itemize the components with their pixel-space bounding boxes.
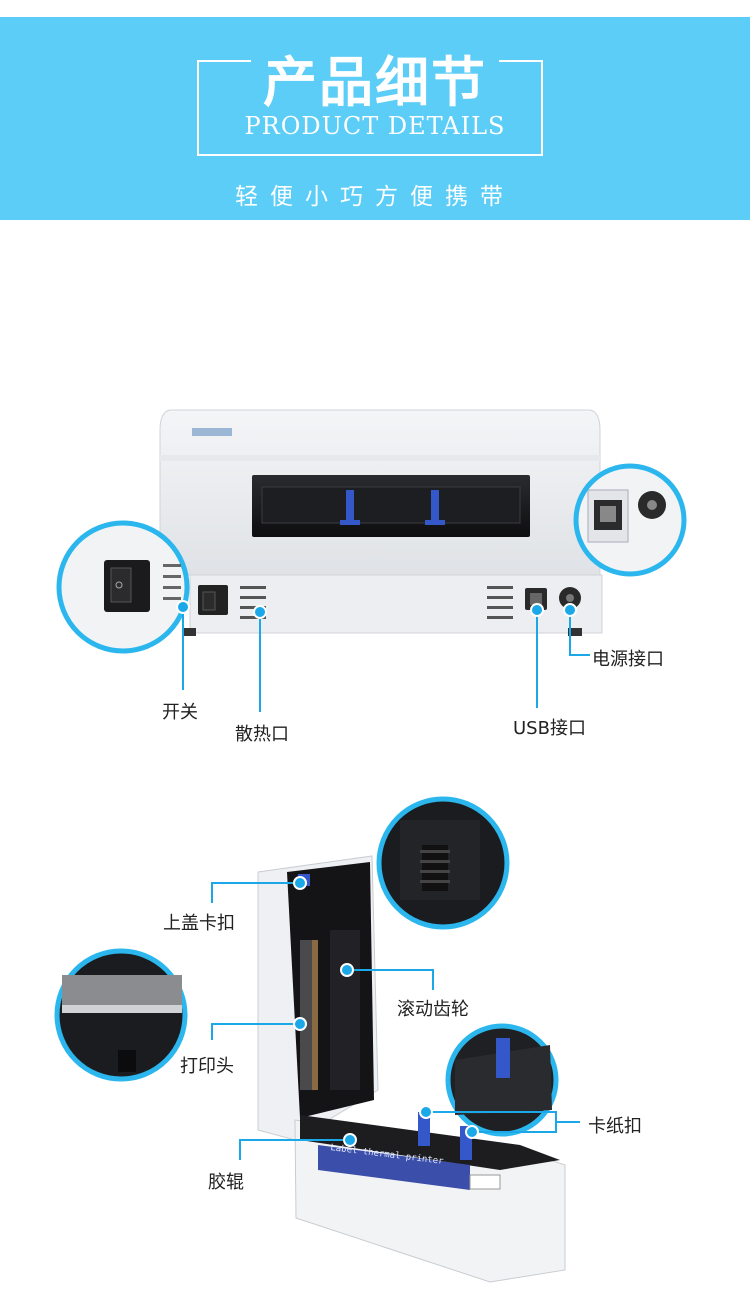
switch-zoom-circle — [56, 520, 190, 654]
gear-zoom-circle — [376, 796, 510, 930]
page-subtitle: 轻便小巧方便携带 — [235, 184, 515, 210]
printer-rear-view — [159, 409, 603, 636]
page-title-english: PRODUCT DETAILS — [244, 112, 506, 140]
label-cover-latch: 上盖卡扣 — [163, 913, 235, 934]
label-paper-clip: 卡纸扣 — [588, 1116, 642, 1137]
page-title: 产品细节 — [0, 38, 750, 117]
header-banner — [0, 17, 750, 220]
page-title-text: 产品细节 — [251, 51, 499, 114]
label-power-port: 电源接口 — [592, 649, 664, 670]
label-rubber-roller: 胶辊 — [208, 1172, 244, 1193]
ports-zoom-circle — [573, 463, 687, 577]
label-vent: 散热口 — [235, 724, 289, 745]
label-print-head: 打印头 — [180, 1056, 234, 1077]
print-head-zoom-circle — [54, 948, 188, 1082]
label-usb-port: USB接口 — [513, 718, 586, 739]
paper-clip-zoom-circle — [445, 1023, 559, 1137]
label-gear: 滚动齿轮 — [397, 999, 469, 1020]
printer-open-view — [257, 855, 566, 1283]
label-switch: 开关 — [162, 702, 198, 723]
